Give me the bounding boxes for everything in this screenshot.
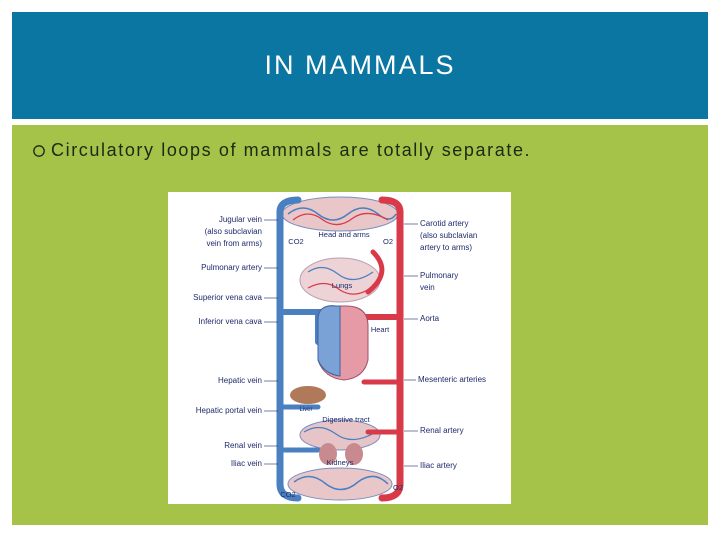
circulatory-diagram: Jugular vein (also subclavian vein from … (168, 192, 511, 504)
label-head-and-arms: Head and arms (318, 230, 370, 239)
label-iliac-artery: Iliac artery (420, 461, 457, 470)
label-pulmonary-artery: Pulmonary artery (201, 263, 262, 272)
center-labels: Head and arms Lungs Heart Liver Digestiv… (280, 230, 403, 499)
label-digestive-tract: Digestive tract (322, 415, 370, 424)
left-leader-lines (264, 219, 278, 465)
label-mesenteric-arteries: Mesenteric arteries (418, 375, 486, 384)
label-co2-bottom: CO2 (280, 490, 295, 499)
label-hepatic-vein: Hepatic vein (218, 376, 262, 385)
gut-capillaries (299, 419, 381, 451)
ring-bullet-icon (33, 144, 45, 157)
label-aorta: Aorta (420, 314, 440, 323)
kidneys (319, 443, 363, 465)
right-labels: Carotid artery (also subclavian artery t… (418, 219, 486, 470)
label-hepatic-portal-vein: Hepatic portal vein (196, 406, 262, 415)
label-jugular-vein-note-2: vein from arms) (206, 239, 262, 248)
right-leader-lines (404, 223, 418, 467)
label-renal-vein: Renal vein (224, 441, 262, 450)
label-lungs: Lungs (332, 281, 353, 290)
label-pulmonary-vein-2: vein (420, 283, 435, 292)
lung-capillaries (299, 257, 381, 303)
arterial-vessels (361, 196, 404, 502)
label-carotid-artery-note-2: artery to arms) (420, 243, 472, 252)
label-o2-top: O2 (383, 237, 393, 246)
label-jugular-vein: Jugular vein (219, 215, 262, 224)
liver (290, 386, 326, 404)
heart (317, 305, 369, 381)
label-kidneys: Kidneys (327, 458, 354, 467)
title-banner: IN MAMMALS (12, 12, 708, 119)
label-heart: Heart (371, 325, 390, 334)
bullet-item: Circulatory loops of mammals are totally… (32, 140, 531, 161)
left-labels: Jugular vein (also subclavian vein from … (193, 215, 262, 468)
label-iliac-vein: Iliac vein (231, 459, 262, 468)
label-carotid-artery: Carotid artery (420, 219, 468, 228)
slide-title: IN MAMMALS (264, 50, 456, 80)
label-inferior-vena-cava: Inferior vena cava (198, 317, 262, 326)
label-carotid-artery-note-1: (also subclavian (420, 231, 477, 240)
lower-body-capillaries (287, 467, 393, 501)
label-renal-artery: Renal artery (420, 426, 464, 435)
label-jugular-vein-note-1: (also subclavian (205, 227, 262, 236)
label-superior-vena-cava: Superior vena cava (193, 293, 262, 302)
venous-vessels (276, 196, 321, 502)
label-pulmonary-vein: Pulmonary (420, 271, 458, 280)
bullet-text: Circulatory loops of mammals are totally… (51, 140, 532, 160)
label-o2-bottom: O2 (393, 483, 403, 492)
label-liver: Liver (299, 407, 312, 413)
label-co2-top: CO2 (288, 237, 303, 246)
